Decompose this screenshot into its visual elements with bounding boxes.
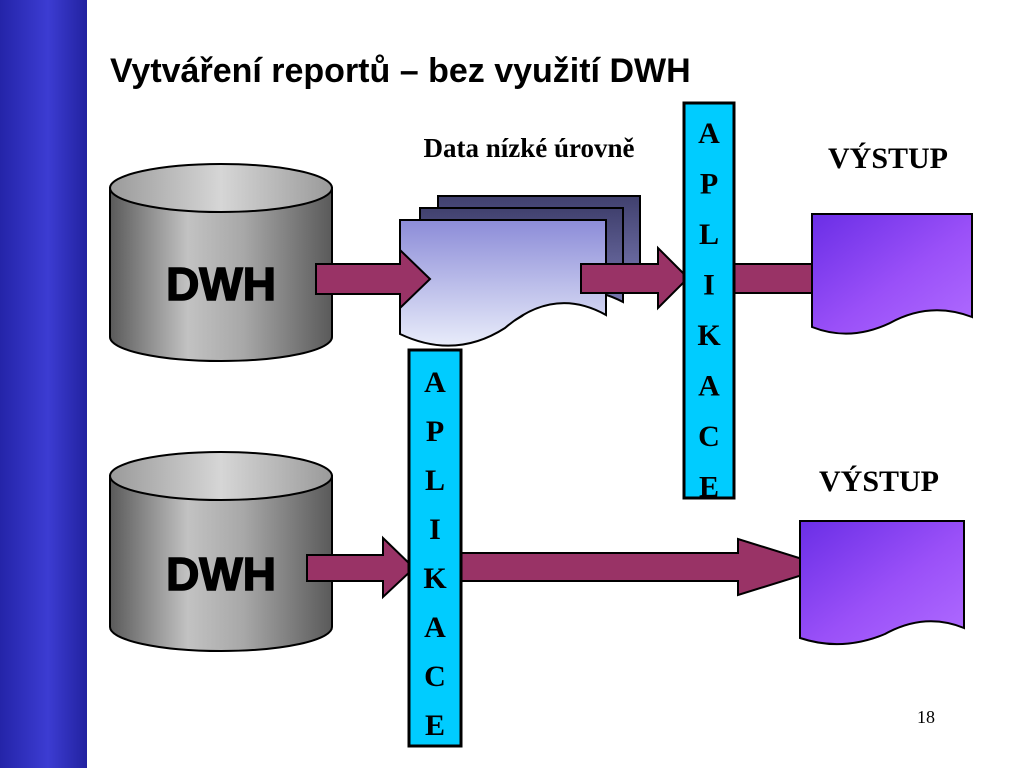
top-app-box — [682, 101, 736, 500]
top-app-letter-1: P — [700, 168, 718, 201]
top-app-letter-3: I — [703, 269, 715, 302]
top-app-letter-7: E — [699, 471, 719, 504]
slide-sidebar-band — [0, 0, 87, 768]
top-app-letter-0: A — [698, 117, 720, 150]
bottom-app-letter-4: K — [423, 562, 447, 595]
bottom-app-letter-7: E — [425, 709, 445, 742]
top-low-level-data-docs — [399, 195, 641, 347]
top-app-letter-2: L — [699, 218, 719, 251]
low-level-data-label: Data nízké úrovně — [423, 133, 634, 163]
top-arrow-data-to-app — [580, 245, 690, 311]
bottom-app-letter-5: A — [424, 611, 446, 644]
top-output-document — [811, 213, 973, 335]
top-dwh-cylinder — [109, 163, 333, 362]
page-number: 18 — [917, 707, 935, 727]
bottom-dwh-cylinder — [109, 451, 333, 652]
bottom-dwh-label: DWH — [166, 548, 276, 600]
slide-title: Vytváření reportů – bez využití DWH — [110, 52, 691, 90]
bottom-app-letter-0: A — [424, 366, 446, 399]
bottom-app-letter-6: C — [424, 660, 446, 693]
bottom-app-letter-1: P — [426, 415, 444, 448]
top-app-letter-5: A — [698, 370, 720, 403]
top-output-label: VÝSTUP — [828, 142, 948, 175]
top-arrow-dwh-to-data — [315, 247, 432, 311]
bottom-output-label: VÝSTUP — [819, 465, 939, 498]
bottom-app-box — [407, 348, 463, 748]
bottom-output-document — [799, 520, 965, 646]
top-app-letter-4: K — [697, 319, 721, 352]
bottom-app-letter-3: I — [429, 513, 441, 546]
bottom-arrow-app-to-output — [457, 537, 832, 597]
top-dwh-label: DWH — [166, 258, 276, 310]
bottom-arrow-dwh-to-app — [306, 535, 416, 600]
bottom-app-letter-2: L — [425, 464, 445, 497]
top-app-letter-6: C — [698, 420, 720, 453]
